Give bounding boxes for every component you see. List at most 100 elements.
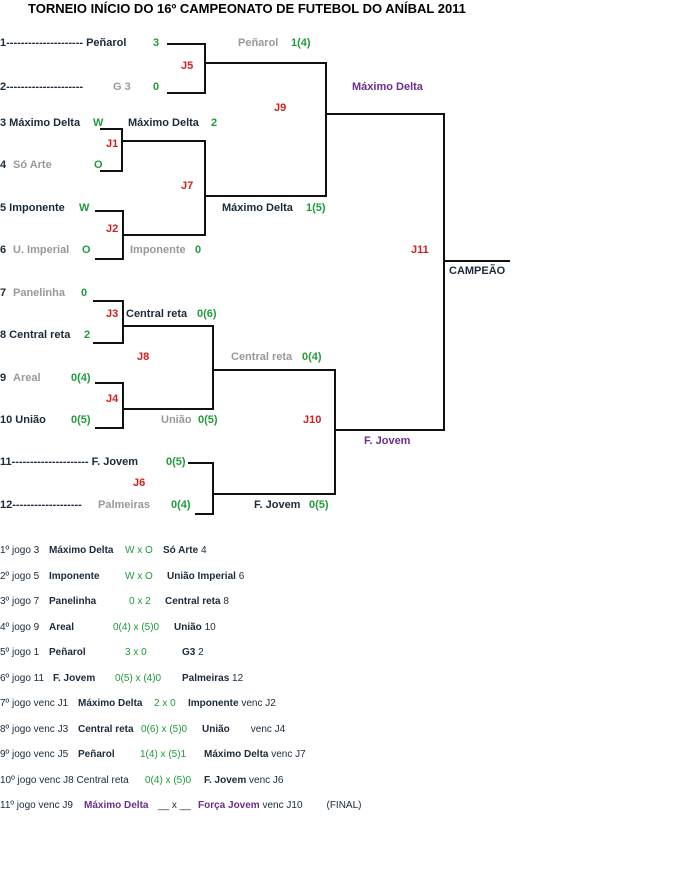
result-game: 3º jogo 7	[0, 596, 40, 607]
result-score: 2 x 0	[154, 698, 176, 709]
result-suffix: 2	[198, 647, 204, 658]
result-team-a: Máximo Delta	[49, 545, 114, 556]
result-score: W x O	[125, 571, 153, 582]
champion-label: CAMPEÃO	[449, 265, 506, 277]
j4-winner-score: 0(5)	[198, 414, 218, 426]
result-suffix: venc J7	[271, 749, 306, 760]
bracket-line	[122, 234, 205, 236]
result-team-b: União	[174, 622, 202, 633]
finalist-2: F. Jovem	[364, 435, 411, 447]
result-score: 1(4) x (5)1	[140, 749, 187, 760]
team-6-score: O	[82, 244, 91, 256]
page-title: TORNEIO INÍCIO DO 16º CAMPEONATO DE FUTE…	[28, 1, 466, 16]
result-game: 9º jogo venc J5	[0, 749, 69, 760]
game-label-j5: J5	[181, 60, 194, 72]
game-label-j1: J1	[106, 138, 119, 150]
team-12-label: 12-------------------	[0, 499, 82, 511]
team-11-score: 0(5)	[166, 456, 186, 468]
team-8-label: 8 Central reta	[0, 329, 71, 341]
bracket-line	[95, 427, 123, 429]
j1-winner-name: Máximo Delta	[128, 117, 199, 129]
bracket-line	[334, 429, 444, 431]
j5-winner-name: Peñarol	[238, 37, 279, 49]
bracket-line	[212, 325, 214, 410]
result-team-b: Força Jovem	[198, 800, 260, 811]
bracket-line	[212, 369, 335, 371]
j5-winner-score: 1(4)	[291, 37, 311, 49]
result-game: 10º jogo venc J8 Central reta	[0, 775, 129, 786]
result-team-b: Só Arte	[163, 545, 199, 556]
j8-winner-score: 0(4)	[302, 351, 322, 363]
team-1-label: 1--------------------- Peñarol	[0, 37, 127, 49]
result-game: 11º jogo venc J9	[0, 800, 73, 811]
result-team-b: União Imperial	[167, 571, 236, 582]
bracket-line	[122, 300, 124, 344]
result-suffix: 4	[200, 545, 207, 556]
result-game: 2º jogo 5	[0, 571, 40, 582]
team-4-num: 4	[0, 159, 7, 171]
bracket-line	[325, 62, 327, 197]
result-team-b: Imponente	[188, 698, 239, 709]
result-team-a: F. Jovem	[53, 673, 96, 684]
j7-winner-name: Máximo Delta	[222, 202, 293, 214]
team-5-label: 5 Imponente	[0, 202, 65, 214]
j2-winner-name: Imponente	[130, 244, 186, 256]
result-team-a: Máximo Delta	[78, 698, 143, 709]
bracket-line	[100, 170, 122, 172]
team-10-score: 0(5)	[71, 414, 91, 426]
bracket-line	[204, 62, 326, 64]
result-suffix: venc J6	[249, 775, 284, 786]
team-1-score: 3	[153, 37, 160, 49]
bracket-line	[204, 195, 326, 197]
bracket-line	[195, 513, 214, 515]
result-team-a: Areal	[49, 622, 75, 633]
result-score: 3 x 0	[125, 647, 147, 658]
team-9-num: 9	[0, 372, 7, 384]
bracket-line	[204, 140, 206, 236]
j4-winner-name: União	[161, 414, 192, 426]
bracket-line	[443, 113, 445, 431]
finalist-1: Máximo Delta	[352, 81, 423, 93]
team-4-score: O	[94, 159, 103, 171]
result-team-b: G3	[182, 647, 196, 658]
result-suffix: venc J10	[262, 800, 303, 811]
team-2-name: G 3	[113, 81, 131, 93]
result-team-a: Peñarol	[78, 749, 115, 760]
j3-winner-score: 0(6)	[197, 308, 217, 320]
result-suffix: 6	[238, 571, 245, 582]
bracket-line	[204, 43, 206, 94]
result-suffix: 12	[232, 673, 244, 684]
team-3-label: 3 Máximo Delta	[0, 117, 81, 129]
result-team-a: Imponente	[49, 571, 100, 582]
team-10-label: 10 União	[0, 414, 46, 426]
result-game: 8º jogo venc J3	[0, 724, 69, 735]
game-label-j2: J2	[106, 223, 119, 235]
result-score: __ x __	[158, 800, 191, 811]
result-team-a: Peñarol	[49, 647, 86, 658]
j1-winner-score: 2	[211, 117, 218, 129]
j6-winner-score: 0(5)	[309, 499, 329, 511]
bracket-line	[167, 43, 205, 45]
bracket-line	[122, 408, 213, 410]
team-6-num: 6	[0, 244, 7, 256]
team-11-label: 11--------------------- F. Jovem	[0, 456, 139, 468]
j3-winner-name: Central reta	[126, 308, 188, 320]
bracket-line	[443, 260, 510, 262]
result-suffix: 8	[223, 596, 229, 607]
result-score: 0(6) x (5)0	[141, 724, 188, 735]
bracket-line	[121, 140, 205, 142]
bracket-line	[95, 210, 123, 212]
result-final-tag: (FINAL)	[326, 800, 362, 811]
j8-winner-name: Central reta	[231, 351, 293, 363]
team-5-score: W	[79, 202, 90, 214]
game-label-j3: J3	[106, 308, 119, 320]
team-2-label: 2---------------------	[0, 81, 84, 93]
j6-winner-name: F. Jovem	[254, 499, 301, 511]
